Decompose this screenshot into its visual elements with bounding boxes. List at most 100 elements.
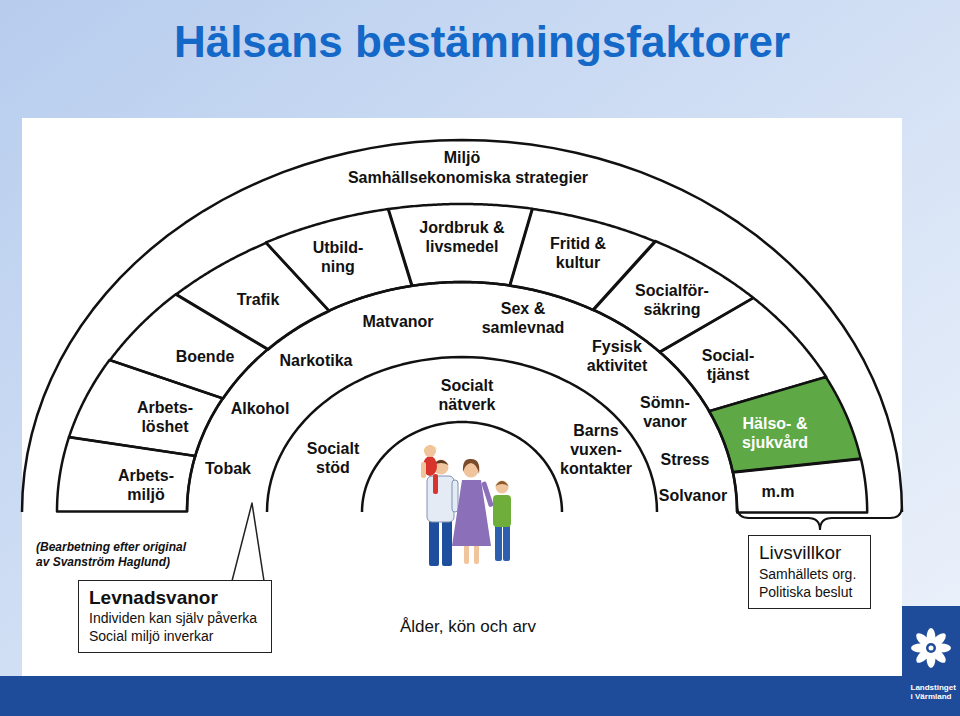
ring-border <box>733 459 867 512</box>
ring-label: Utbild- ning <box>294 238 382 276</box>
ring-outline <box>176 243 329 350</box>
ring-outline <box>733 459 867 512</box>
logo-flower <box>914 631 935 652</box>
ring-border <box>176 243 329 350</box>
family-figure <box>464 544 469 564</box>
ring-outline <box>110 294 268 399</box>
ring-border <box>593 241 753 352</box>
logo-flower <box>926 643 936 653</box>
brace <box>737 506 902 530</box>
label-holder: Sömn- vanor <box>617 393 714 431</box>
box-heading: Levnadsvanor <box>89 586 257 609</box>
title-holder: Hälsans bestämningsfaktorer <box>173 17 792 67</box>
ring-segment: Fritid & kultur <box>510 209 655 310</box>
label-holder: Tobak <box>204 459 252 478</box>
ring-label: Alkohol <box>230 399 291 418</box>
label-holder: Boende <box>174 347 235 366</box>
ring-border <box>22 140 902 512</box>
ring-label: Sex & samlevnad <box>458 299 589 337</box>
label-holder: Stress <box>660 450 711 469</box>
family-figure <box>421 445 511 566</box>
label-holder: Miljö <box>443 148 482 167</box>
info-box: LivsvillkorSamhällets org.Politiska besl… <box>748 535 871 609</box>
ring-segment: Boende <box>110 294 268 399</box>
family-figure <box>424 445 437 452</box>
ring-border <box>57 437 195 512</box>
family-figure <box>421 462 426 478</box>
ring-segment: Jordbruk & livsmedel <box>388 204 532 286</box>
ring-label: Arbets- miljö <box>98 466 195 504</box>
logo-panel <box>902 606 960 716</box>
ring-label: Matvanor <box>361 312 435 331</box>
ring-label: Socialt stöd <box>288 439 378 477</box>
ring-outline <box>187 282 737 512</box>
label-holder: Samhällsekonomiska strategier <box>347 168 590 187</box>
ring-outline <box>57 437 195 512</box>
family-figure <box>452 480 458 512</box>
ring-segment: Utbild- ning <box>266 209 412 311</box>
ring-border <box>267 357 657 512</box>
slide-title: Hälsans bestämningsfaktorer <box>173 17 792 67</box>
ring-border <box>187 282 737 512</box>
callout-box: LevnadsvanorIndividen kan själv påverkaS… <box>78 580 272 653</box>
ring-label: Stress <box>660 450 711 469</box>
label-holder: Solvanor <box>658 486 729 505</box>
ring-label: Socialt nätverk <box>411 376 524 414</box>
ring-label: Boende <box>174 347 235 366</box>
ring-label: Hälso- & sjukvård <box>708 414 843 452</box>
family-figure <box>474 544 479 564</box>
ring-outline <box>267 357 657 512</box>
label-holder: Social- tjänst <box>678 346 777 384</box>
ring-label: Samhällsekonomiska strategier <box>347 168 590 187</box>
ring-label: Jordbruk & livsmedel <box>381 218 543 256</box>
ring-label: m.m <box>760 482 795 501</box>
label-holder: Socialt stöd <box>288 439 378 477</box>
box-line: Social miljö inverkar <box>89 627 257 645</box>
family-figure <box>496 481 509 486</box>
label-holder: Sex & samlevnad <box>458 299 589 337</box>
family-figure <box>427 476 454 522</box>
social-ring: Socialt stöd Socialt nätverkBarns vuxen- … <box>267 357 657 512</box>
label-holder: Socialför- säkring <box>604 281 739 319</box>
ring-label: Sömn- vanor <box>617 393 714 431</box>
box-heading: Livsvillkor <box>759 541 856 565</box>
ring-label: Solvanor <box>658 486 729 505</box>
ring-outline <box>593 241 753 352</box>
ring-border <box>266 209 412 311</box>
ring-segment: m.m <box>733 459 867 512</box>
ring-segment: Hälso- & sjukvård <box>709 377 861 472</box>
note-label: Landstinget i Värmland <box>911 683 952 701</box>
label-holder: Jordbruk & livsmedel <box>381 218 543 256</box>
label-holder: Barns vuxen- kontakter <box>546 421 647 478</box>
family-figure <box>503 525 510 561</box>
label-holder: Matvanor <box>361 312 435 331</box>
ring-border <box>510 209 655 310</box>
label-holder: Narkotika <box>279 351 354 370</box>
family-figure <box>424 445 436 457</box>
ring-label: Barns vuxen- kontakter <box>546 421 647 478</box>
label-holder: Socialt nätverk <box>411 376 524 414</box>
ring-label: Tobak <box>204 459 252 478</box>
ring-border <box>110 294 268 399</box>
ring-label: Arbets- löshet <box>111 398 218 436</box>
family-figure <box>481 481 494 507</box>
family-figure <box>493 495 511 527</box>
label-holder: Arbets- miljö <box>98 466 195 504</box>
outer-band: MiljöSamhällsekonomiska strategierArbets… <box>22 140 902 512</box>
note-label: Ålder, kön och arv <box>399 617 538 637</box>
family-figure <box>496 481 509 494</box>
label-holder: Ålder, kön och arv <box>399 617 538 637</box>
family-figure <box>463 459 479 474</box>
ring-label: Narkotika <box>279 351 354 370</box>
label-holder: Utbild- ning <box>294 238 382 276</box>
box-line: Politiska beslut <box>759 583 856 601</box>
ring-label: Fritid & kultur <box>526 234 630 272</box>
ring-outline <box>22 140 902 512</box>
ring-segment: Arbets- miljö <box>57 437 195 512</box>
label-holder: Fritid & kultur <box>526 234 630 272</box>
ring-label: Trafik <box>235 290 280 309</box>
ring-outline <box>266 209 412 311</box>
logo-flower <box>911 628 951 668</box>
